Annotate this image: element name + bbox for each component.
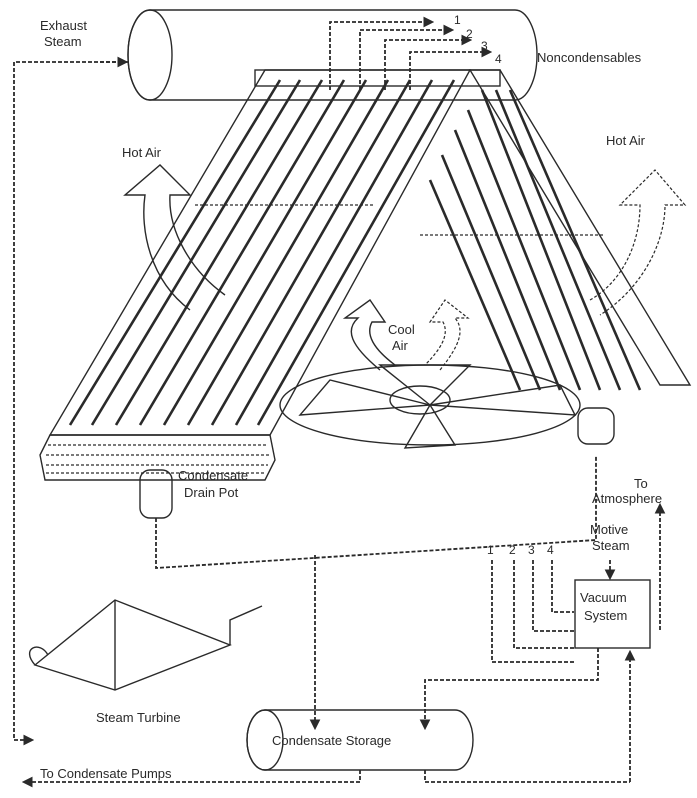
label-motive: Motive	[590, 522, 628, 537]
label-vacuum: Vacuum	[580, 590, 627, 605]
line-number-vac-2: 2	[509, 543, 516, 557]
vacuum-suction-lines	[491, 560, 574, 663]
line-number-top-3: 3	[481, 39, 488, 53]
line-number-top-2: 2	[466, 27, 473, 41]
condensate-storage-tank	[246, 709, 474, 771]
condensate-drain-pot-left	[139, 455, 597, 569]
line-number-top-1: 1	[454, 13, 461, 27]
line-number-top-4: 4	[495, 52, 502, 66]
hot-air-right-arrow	[589, 169, 687, 316]
label-steam-turbine: Steam Turbine	[96, 710, 181, 725]
right-tube-bundle	[420, 69, 692, 391]
hot-air-left-arrow	[123, 164, 226, 311]
exhaust-steam-line	[13, 61, 128, 746]
label-to: To	[634, 476, 648, 491]
bottom-condensate-header	[39, 434, 276, 481]
label-noncondensables: Noncondensables	[537, 50, 642, 65]
condensate-drain-pot-right	[577, 407, 615, 445]
cool-air-arrow-right	[424, 299, 470, 371]
label-drain-pot: Drain Pot	[184, 485, 239, 500]
cool-air-arrow-left	[342, 299, 396, 371]
vacuum-drain-line	[419, 648, 599, 731]
top-steam-manifold	[254, 69, 501, 87]
label-condensate-drain: Condensate	[178, 468, 248, 483]
label-air: Air	[392, 338, 409, 353]
label-motive-steam: Steam	[592, 538, 630, 553]
label-exhaust: Exhaust	[40, 18, 87, 33]
label-cool: Cool	[388, 322, 415, 337]
steam-turbine	[28, 599, 263, 691]
label-to-condensate-pumps: To Condensate Pumps	[40, 766, 172, 781]
left-tube-bundle	[48, 69, 472, 436]
to-condensate-pumps-line	[21, 770, 361, 788]
line-number-vac-1: 1	[487, 543, 494, 557]
label-steam: Steam	[44, 34, 82, 49]
line-number-vac-3: 3	[528, 543, 535, 557]
line-number-vac-4: 4	[547, 543, 554, 557]
label-atmosphere: Atmosphere	[592, 491, 662, 506]
label-hot-air-left: Hot Air	[122, 145, 162, 160]
label-hot-air-right: Hot Air	[606, 133, 646, 148]
storage-outlet-right	[424, 770, 630, 783]
label-condensate-storage: Condensate Storage	[272, 733, 391, 748]
label-system: System	[584, 608, 627, 623]
